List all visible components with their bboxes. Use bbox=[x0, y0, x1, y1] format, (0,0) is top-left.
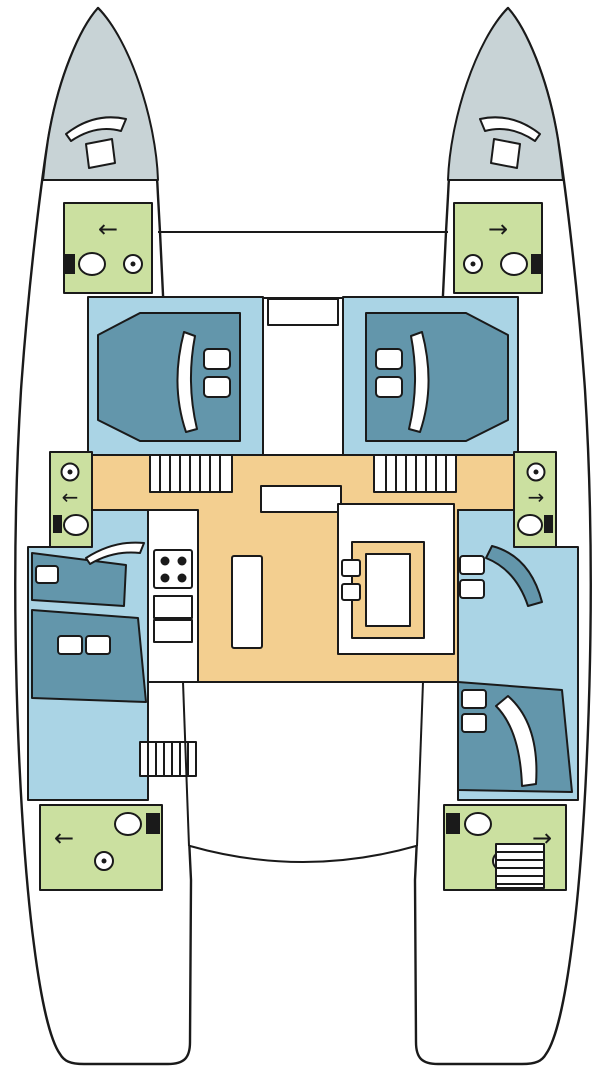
galley-sink-icon bbox=[153, 595, 193, 619]
seat-cushion bbox=[341, 583, 361, 601]
stove-burner-icon bbox=[177, 573, 187, 583]
seat-cushion bbox=[341, 559, 361, 577]
toilet-tank-icon bbox=[146, 813, 160, 834]
steps-treads bbox=[496, 851, 544, 885]
forward-cabin bbox=[87, 296, 264, 456]
arrow-left-icon: ← bbox=[98, 215, 118, 243]
stove-icon bbox=[153, 549, 193, 589]
galley-sink-icon bbox=[153, 619, 193, 643]
forward-berth bbox=[97, 312, 241, 442]
pillow bbox=[85, 635, 111, 655]
door-swing bbox=[176, 331, 198, 433]
cockpit-starboard-line bbox=[416, 681, 424, 847]
aft-head-floor bbox=[39, 804, 163, 891]
arrow-left-icon: ← bbox=[54, 824, 74, 852]
bow-windlass-icon bbox=[65, 116, 127, 142]
toilet-icon bbox=[78, 252, 106, 276]
arrow-right-icon: → bbox=[488, 215, 508, 243]
mid-head bbox=[49, 451, 93, 548]
cockpit-port-line bbox=[182, 681, 190, 847]
port-rooms bbox=[39, 7, 264, 891]
toilet-tank-icon bbox=[64, 254, 75, 274]
aft-berth bbox=[31, 609, 147, 703]
pillow bbox=[35, 565, 59, 584]
saloon-table bbox=[231, 555, 263, 649]
aft-head bbox=[39, 804, 163, 891]
berth-head-section bbox=[485, 545, 543, 607]
stove-burner-icon bbox=[160, 573, 170, 583]
pillow bbox=[203, 348, 231, 370]
pillow bbox=[459, 579, 485, 599]
companionway-steps-forward bbox=[149, 454, 233, 493]
pillow bbox=[57, 635, 83, 655]
pillow bbox=[459, 555, 485, 575]
pillow bbox=[203, 376, 231, 398]
foredeck-hatch bbox=[267, 298, 339, 326]
bow-hatch bbox=[85, 138, 116, 169]
forward-head-floor bbox=[63, 202, 153, 294]
arrow-right-icon: → bbox=[528, 485, 545, 509]
stove-burner-icon bbox=[160, 556, 170, 566]
sink-drain-icon bbox=[67, 469, 73, 475]
toilet-tank-icon bbox=[53, 515, 62, 533]
pillow bbox=[461, 713, 487, 733]
door-swing bbox=[85, 541, 145, 565]
steps-treads bbox=[147, 742, 189, 776]
toilet-icon bbox=[63, 514, 89, 536]
pillow bbox=[461, 689, 487, 709]
sink-drain-icon bbox=[130, 261, 136, 267]
forward-head bbox=[63, 202, 153, 294]
sink-drain-icon bbox=[101, 858, 107, 864]
toilet-icon bbox=[114, 812, 142, 836]
arrow-left-icon: ← bbox=[62, 485, 79, 509]
saloon-front-hatch bbox=[260, 485, 342, 513]
door-swing bbox=[495, 695, 538, 787]
cockpit-aft-curve bbox=[189, 845, 417, 863]
arrow-right-icon: → bbox=[532, 824, 552, 852]
dinette-table bbox=[365, 553, 411, 627]
saloon-area bbox=[91, 298, 515, 683]
starboard-aft-cabin bbox=[457, 509, 579, 889]
steps-treads bbox=[159, 455, 221, 492]
stove-burner-icon bbox=[177, 556, 187, 566]
